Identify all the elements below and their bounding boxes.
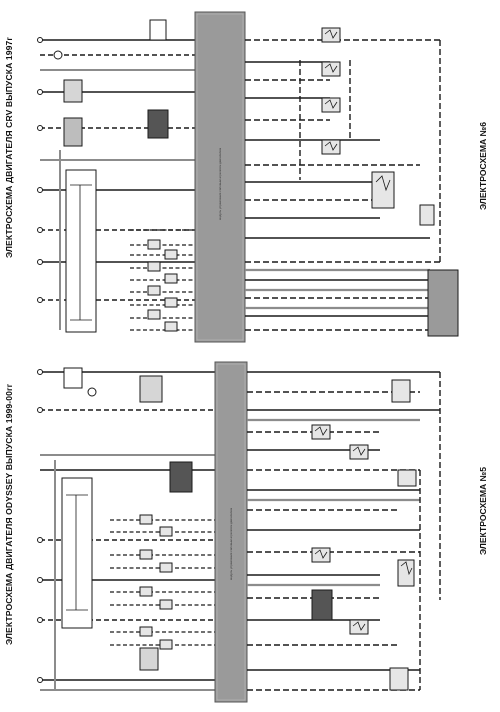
upper-diagram-title: ЭЛЕКТРОСХЕМА ДВИГАТЕЛЯ CRV ВЫПУСКА 1997г (4, 36, 14, 258)
upper-ecu-label: модуль управления силовым агрегатом двиг… (218, 147, 222, 220)
lower-diagram-caption: ЭЛЕКТРОСХЕМА №5 (478, 466, 488, 555)
lower-ecu-label: модуль управления силовым агрегатом двиг… (229, 507, 233, 580)
upper-diagram-caption: ЭЛЕКТРОСХЕМА №6 (478, 121, 488, 210)
lower-diagram (37, 361, 441, 703)
upper-diagram (37, 11, 459, 343)
lower-diagram-title: ЭЛЕКТРОСХЕМА ДВИГАТЕЛЯ ODYSSEY ВЫПУСКА 1… (4, 383, 14, 645)
